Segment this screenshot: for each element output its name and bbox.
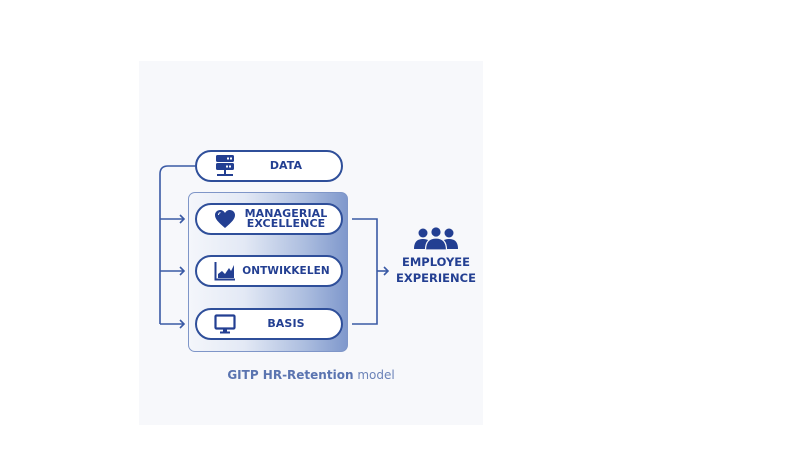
arrow-to-ontwikkelen <box>160 266 186 276</box>
people-group-icon <box>414 226 458 250</box>
managerial-excellence-label: MANAGERIAL EXCELLENCE <box>235 207 337 230</box>
server-icon <box>214 155 236 177</box>
monitor-icon <box>214 313 236 335</box>
caption-regular: model <box>357 368 395 382</box>
caption-bold: GITP HR-Retention <box>227 368 354 382</box>
employee-experience-line2: EXPERIENCE <box>396 271 476 285</box>
arrow-to-employee-experience <box>377 266 390 276</box>
heart-icon <box>214 208 236 230</box>
basis-label: BASIS <box>267 317 305 330</box>
managerial-label-line2: EXCELLENCE <box>246 217 326 230</box>
arrow-to-basis <box>160 319 186 329</box>
employee-experience-line1: EMPLOYEE <box>401 255 471 269</box>
ontwikkelen-label: ONTWIKKELEN <box>242 265 330 277</box>
managerial-excellence-pill: MANAGERIAL EXCELLENCE <box>195 203 343 235</box>
left-bracket-line <box>159 165 195 324</box>
managerial-label-line1: MANAGERIAL <box>244 207 328 220</box>
arrow-to-managerial <box>160 214 186 224</box>
area-chart-icon <box>214 260 236 282</box>
right-bracket-line <box>352 218 378 325</box>
employee-experience-output: EMPLOYEE EXPERIENCE <box>392 226 480 286</box>
diagram-caption: GITP HR-Retention model <box>139 368 483 382</box>
basis-pill: BASIS <box>195 308 343 340</box>
data-label: DATA <box>269 159 303 172</box>
ontwikkelen-pill: ONTWIKKELEN <box>195 255 343 287</box>
data-pill: DATA <box>195 150 343 182</box>
